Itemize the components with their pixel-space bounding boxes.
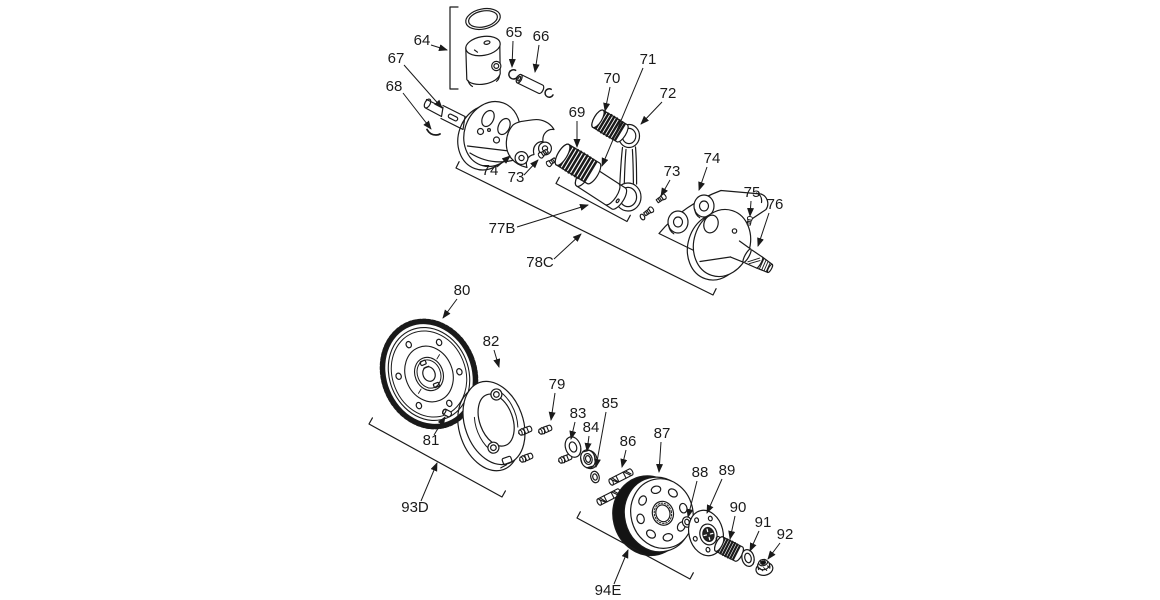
crankshaft-half-right-drawing — [686, 208, 774, 281]
leader-64 — [430, 44, 448, 51]
leader-93D — [420, 462, 438, 502]
callout-81: 81 — [423, 432, 440, 449]
leader-73-left — [523, 159, 539, 176]
callout-86: 86 — [620, 433, 637, 450]
flywheel-drawing — [379, 318, 479, 430]
callout-91: 91 — [755, 514, 772, 531]
shaft-key-drawing — [426, 128, 441, 136]
callout-74-right: 74 — [704, 150, 721, 167]
leader-72 — [640, 101, 663, 125]
callout-85: 85 — [602, 395, 619, 412]
callout-70: 70 — [604, 70, 621, 87]
callout-77B: 77B — [489, 220, 516, 237]
piston-drawing — [465, 35, 502, 88]
leader-66 — [532, 44, 540, 73]
leader-73-right — [660, 179, 671, 197]
leader-68 — [402, 92, 432, 130]
clutch-group-bracket — [576, 511, 694, 580]
leader-78C — [553, 233, 582, 260]
leader-85 — [593, 411, 607, 468]
leader-92 — [767, 542, 781, 560]
leader-91 — [749, 530, 760, 552]
leader-74-right — [698, 166, 708, 191]
leader-83 — [569, 421, 577, 440]
washer-91-drawing — [741, 549, 755, 567]
callout-89: 89 — [719, 462, 736, 479]
callout-79: 79 — [549, 376, 566, 393]
clutch-shoe-assembly-drawing — [457, 380, 526, 472]
lock-washer-85-drawing — [590, 470, 600, 484]
retainer-screws-right-drawing — [639, 192, 668, 221]
callout-93D: 93D — [401, 499, 429, 516]
nut-84-drawing — [580, 449, 598, 470]
leader-94E — [613, 549, 629, 585]
callout-69: 69 — [569, 104, 586, 121]
needle-bearing-70-drawing — [591, 109, 629, 143]
leader-65 — [508, 40, 516, 68]
callout-78C: 78C — [526, 254, 554, 271]
callout-76: 76 — [767, 196, 784, 213]
leader-80 — [442, 298, 458, 319]
callout-90: 90 — [730, 499, 747, 516]
piston-ring-drawing — [465, 7, 501, 31]
callout-80: 80 — [454, 282, 471, 299]
callout-73-right: 73 — [664, 163, 681, 180]
piston-pin-drawing — [515, 73, 545, 95]
crankshaft-group-bracket — [455, 161, 717, 296]
leader-67 — [403, 64, 443, 109]
leader-87 — [656, 441, 664, 473]
lock-nut-92-drawing — [755, 558, 774, 576]
leader-84 — [584, 435, 592, 452]
callout-84: 84 — [583, 419, 600, 436]
leader-79 — [548, 392, 556, 421]
callout-87: 87 — [654, 425, 671, 442]
leader-88 — [686, 480, 698, 518]
connecting-rod-group-bracket — [555, 176, 631, 223]
bearing-retainer-left-drawing — [505, 118, 555, 169]
callout-64: 64 — [414, 32, 431, 49]
callout-73-left: 73 — [508, 169, 525, 186]
leader-89 — [706, 478, 723, 514]
leader-71 — [601, 67, 644, 167]
callout-75: 75 — [744, 184, 761, 201]
callout-74-left: 74 — [482, 162, 499, 179]
callout-88: 88 — [692, 464, 709, 481]
callout-82: 82 — [483, 333, 500, 350]
callout-numbers: 64 65 66 67 68 69 70 71 72 73 74 73 74 7… — [386, 24, 794, 599]
leader-75 — [747, 200, 755, 217]
piston-pin-clip-drawing — [508, 69, 519, 80]
crankshaft-half-left-drawing — [423, 98, 521, 171]
piston-group-bracket — [449, 6, 459, 90]
flywheel-group-bracket — [368, 417, 506, 498]
piston-pin-clip2-drawing — [544, 88, 554, 98]
leader-82 — [493, 349, 501, 368]
needle-bearing-90-drawing — [713, 536, 744, 562]
leader-77B — [516, 204, 589, 228]
clutch-hub-drawing — [687, 509, 725, 557]
leader-86 — [620, 449, 628, 468]
callout-71: 71 — [640, 51, 657, 68]
leader-90 — [728, 515, 736, 540]
callout-92: 92 — [777, 526, 794, 543]
callout-94E: 94E — [595, 582, 622, 599]
callout-65: 65 — [506, 24, 523, 41]
flywheel-key-drawing — [441, 408, 453, 418]
bolts-79-drawing — [516, 423, 574, 466]
callout-leaders — [402, 40, 781, 585]
leader-70 — [603, 86, 611, 112]
clutch-drum-drawing — [612, 475, 694, 557]
callout-68: 68 — [386, 78, 403, 95]
callout-67: 67 — [388, 50, 405, 67]
leader-76 — [757, 212, 770, 247]
leader-74-left — [496, 155, 511, 168]
callout-72: 72 — [660, 85, 677, 102]
needle-bearing-69-drawing — [554, 143, 602, 185]
leader-81 — [433, 416, 446, 436]
callout-83: 83 — [570, 405, 587, 422]
callout-66: 66 — [533, 28, 550, 45]
